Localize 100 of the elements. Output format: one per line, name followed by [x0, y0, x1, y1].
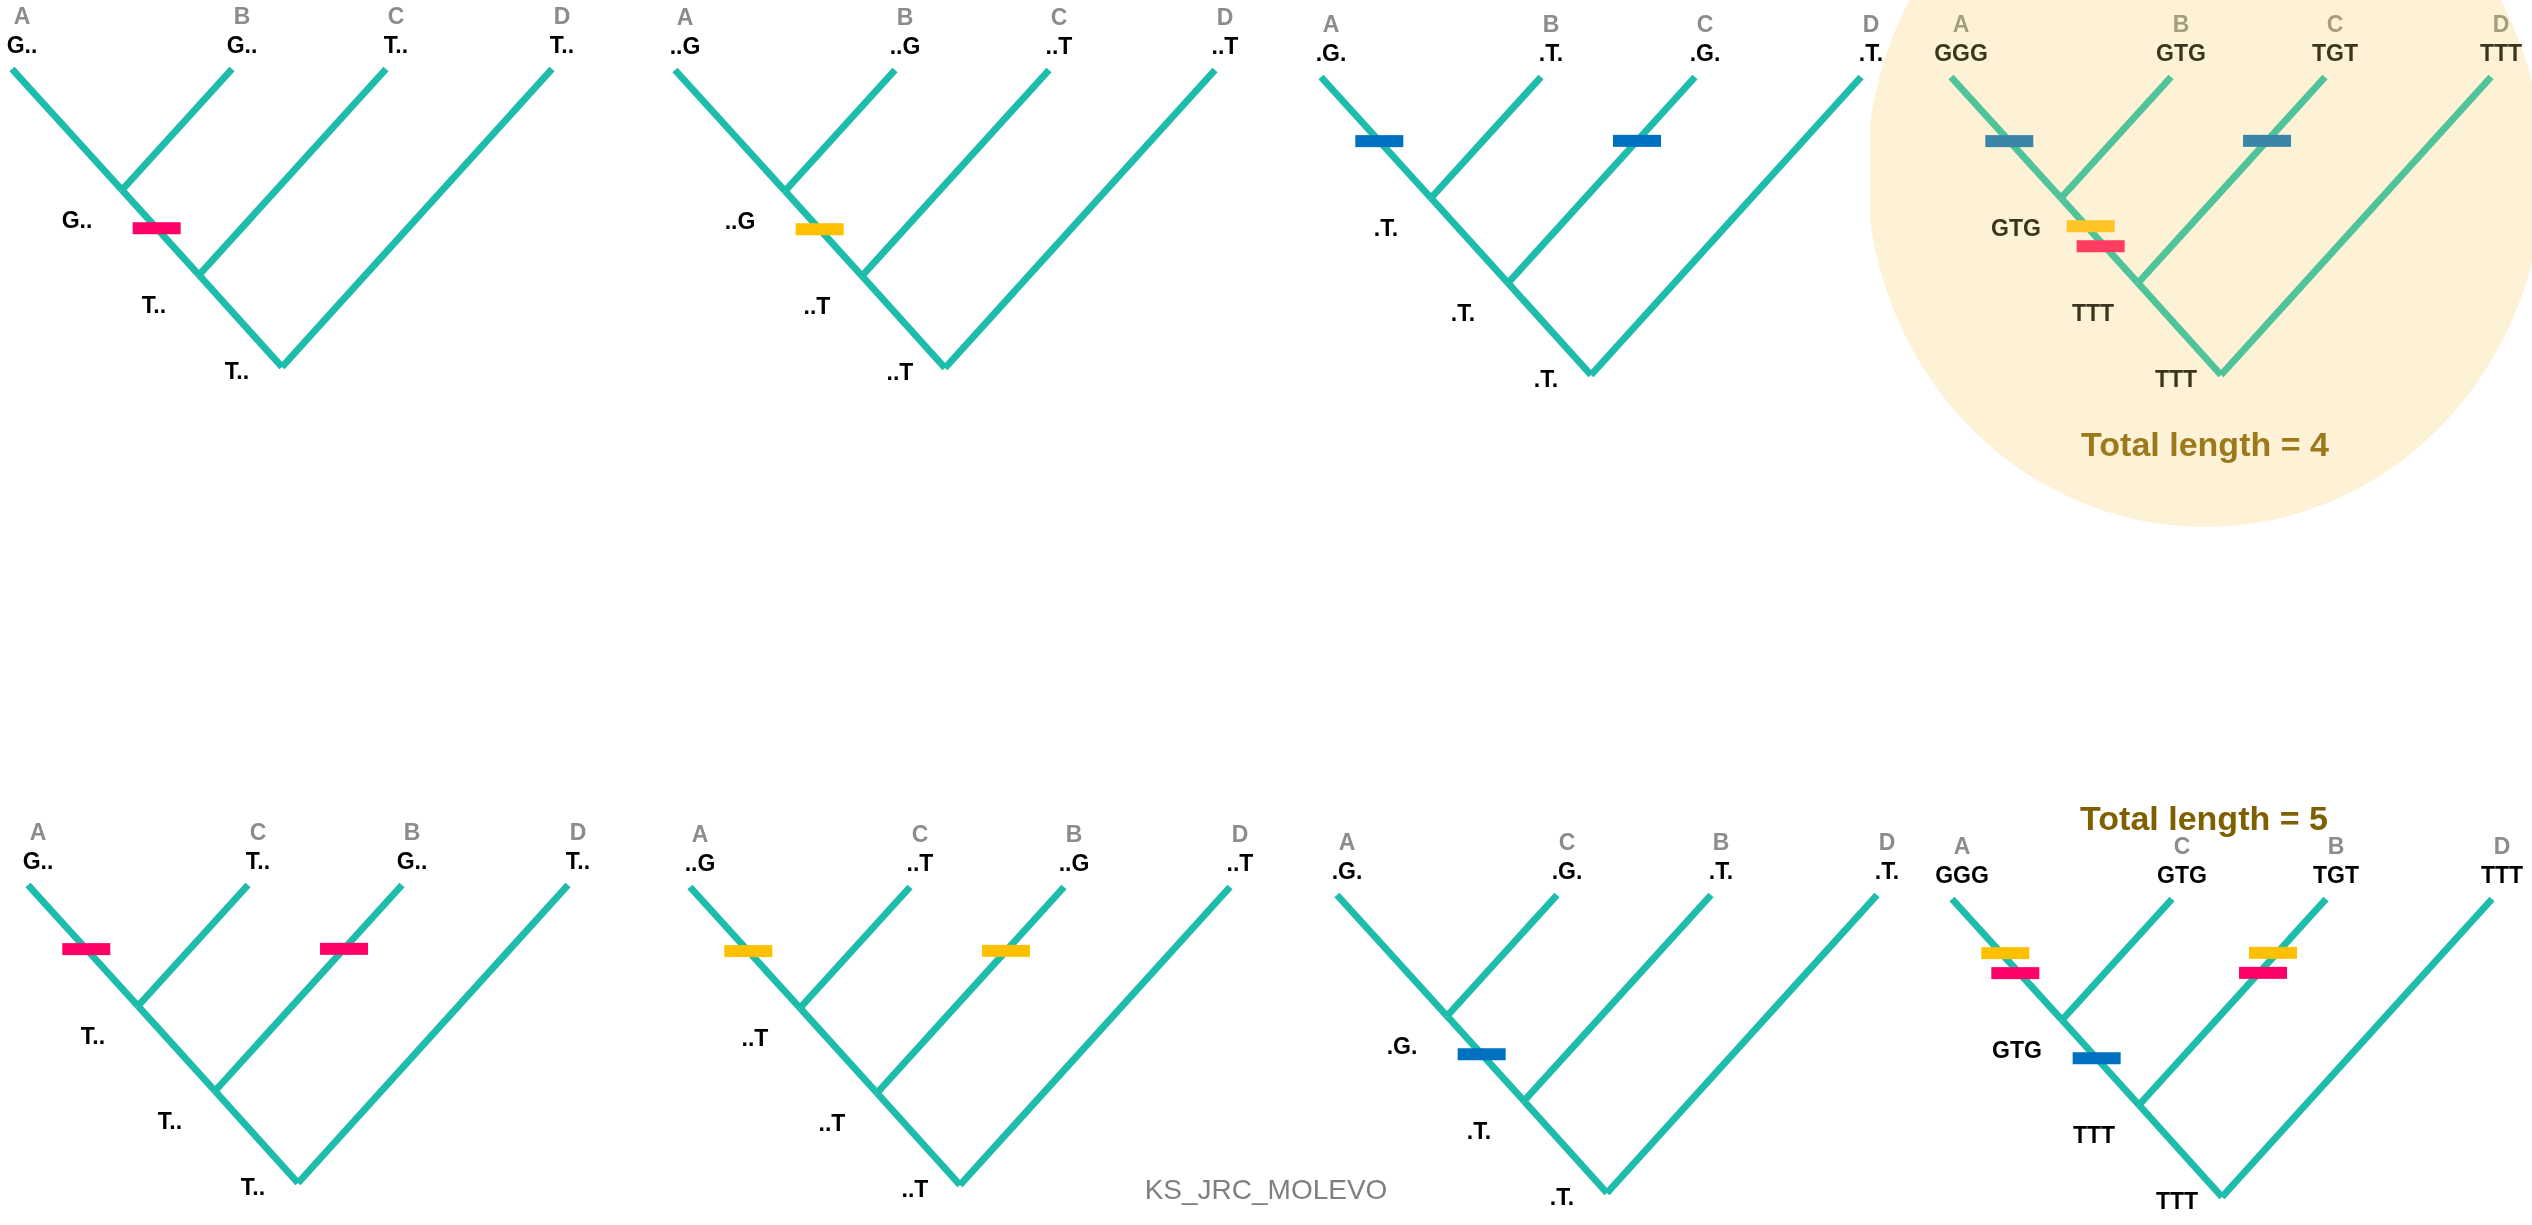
sequence-label: TGT: [2313, 861, 2359, 889]
sequence-label: .T.: [1874, 857, 1900, 885]
ancestral-sequence-label: TTT: [2155, 1187, 2199, 1215]
ancestral-sequence-label: .T.: [1466, 1117, 1492, 1145]
ancestral-sequence-label: G..: [61, 206, 93, 234]
sequence-label: ..T: [1045, 32, 1073, 60]
sequence-label: ..T: [906, 849, 934, 877]
ancestral-sequence-label: .T.: [1533, 365, 1559, 393]
ancestral-sequence-label: T..: [224, 357, 250, 385]
sequence-label: .T.: [1708, 857, 1734, 885]
tree-branch: [119, 187, 202, 278]
sequence-label: GTG: [2156, 39, 2206, 67]
tree-branch: [1318, 74, 1434, 201]
sequence-label: GTG: [2157, 861, 2207, 889]
tree-branch: [212, 882, 405, 1094]
tree-branch: [2218, 74, 2494, 378]
taxon-label: C: [911, 820, 929, 849]
sequence-label: GGG: [1934, 39, 1988, 67]
tree-branch: [797, 884, 913, 1011]
tree-branch: [135, 882, 251, 1009]
tree-branch: [2136, 1102, 2225, 1200]
sequence-label: ..G: [669, 32, 701, 60]
taxon-label: D: [2492, 10, 2510, 39]
tree-branch: [295, 882, 571, 1186]
ancestral-sequence-label: TTT: [2072, 1121, 2116, 1149]
tree-branch: [1334, 892, 1450, 1019]
tree-branch: [2058, 195, 2141, 286]
tree-branch: [2059, 1017, 2142, 1108]
tree-branch: [119, 66, 235, 193]
tree-branch: [2059, 896, 2175, 1023]
tree-branch: [859, 67, 1052, 279]
tree-branch: [25, 882, 141, 1009]
ancestral-sequence-label: T..: [141, 291, 167, 319]
tree-branch: [196, 66, 389, 278]
tree-branch: [135, 1003, 218, 1094]
taxon-label: A: [1338, 828, 1356, 857]
taxon-label: A: [1953, 832, 1971, 861]
tree-branch: [1444, 892, 1560, 1019]
taxon-label: B: [1065, 820, 1083, 849]
sequence-label: T..: [383, 31, 409, 59]
ancestral-sequence-label: T..: [157, 1107, 183, 1135]
ancestral-sequence-label: .T.: [1549, 1183, 1575, 1211]
tree-branch: [874, 1090, 963, 1188]
tree-branch: [1588, 74, 1864, 378]
ancestral-sequence-label: ..T: [741, 1024, 769, 1052]
ancestral-sequence-label: ..T: [901, 1175, 929, 1203]
tree-branch: [874, 884, 1067, 1096]
sequence-label: T..: [549, 31, 575, 59]
tree-branch: [2136, 896, 2329, 1108]
sequence-label: .G.: [1331, 857, 1363, 885]
sequence-label: .T.: [1538, 39, 1564, 67]
tree-branch: [1949, 896, 2065, 1023]
tree-branch: [1604, 892, 1880, 1196]
taxon-label: A: [29, 818, 47, 847]
sequence-label: T..: [245, 847, 271, 875]
taxon-label: B: [403, 818, 421, 847]
credit-text: KS_JRC_MOLEVO: [1144, 1174, 1388, 1206]
sequence-label: TTT: [2480, 861, 2524, 889]
ancestral-sequence-label: TTT: [2071, 299, 2115, 327]
tree-branch: [2135, 74, 2328, 286]
sequence-label: TGT: [2312, 39, 2358, 67]
tree-branch: [2058, 74, 2174, 201]
taxon-label: D: [1862, 10, 1880, 39]
tree-branch: [2135, 280, 2224, 378]
taxon-label: D: [2493, 832, 2511, 861]
sequence-label: ..G: [684, 849, 716, 877]
sequence-label: ..T: [1226, 849, 1254, 877]
tree-branch: [957, 884, 1233, 1188]
taxon-label: D: [553, 2, 571, 31]
sequence-label: .G.: [1315, 39, 1347, 67]
tree-branch: [212, 1088, 301, 1186]
tree-branch: [1521, 1098, 1610, 1196]
sequence-label: G..: [396, 847, 428, 875]
ancestral-sequence-label: T..: [240, 1173, 266, 1201]
tree-branch: [1428, 74, 1544, 201]
taxon-label: C: [249, 818, 267, 847]
taxon-label: D: [1878, 828, 1896, 857]
tree-branch: [797, 1005, 880, 1096]
tree-branch: [9, 66, 125, 193]
total-length-text: Total length = 4: [2081, 424, 2329, 464]
ancestral-sequence-label: T..: [80, 1022, 106, 1050]
taxon-label: A: [1952, 10, 1970, 39]
sequence-label: G..: [6, 31, 38, 59]
sequence-label: ..T: [1211, 32, 1239, 60]
taxon-label: B: [1712, 828, 1730, 857]
taxon-label: B: [1542, 10, 1560, 39]
ancestral-sequence-label: TTT: [2154, 365, 2198, 393]
sequence-label: GGG: [1935, 861, 1989, 889]
tree-branch: [196, 272, 285, 370]
tree-branch: [1505, 280, 1594, 378]
tree-branch: [942, 67, 1218, 371]
sequence-label: .G.: [1551, 857, 1583, 885]
tree-branch: [687, 884, 803, 1011]
ancestral-sequence-label: ..G: [724, 207, 756, 235]
taxon-label: D: [569, 818, 587, 847]
ancestral-sequence-label: ..T: [886, 358, 914, 386]
ancestral-sequence-label: .G.: [1386, 1032, 1418, 1060]
tree-branch: [1505, 74, 1698, 286]
taxon-label: D: [1231, 820, 1249, 849]
sequence-label: T..: [565, 847, 591, 875]
